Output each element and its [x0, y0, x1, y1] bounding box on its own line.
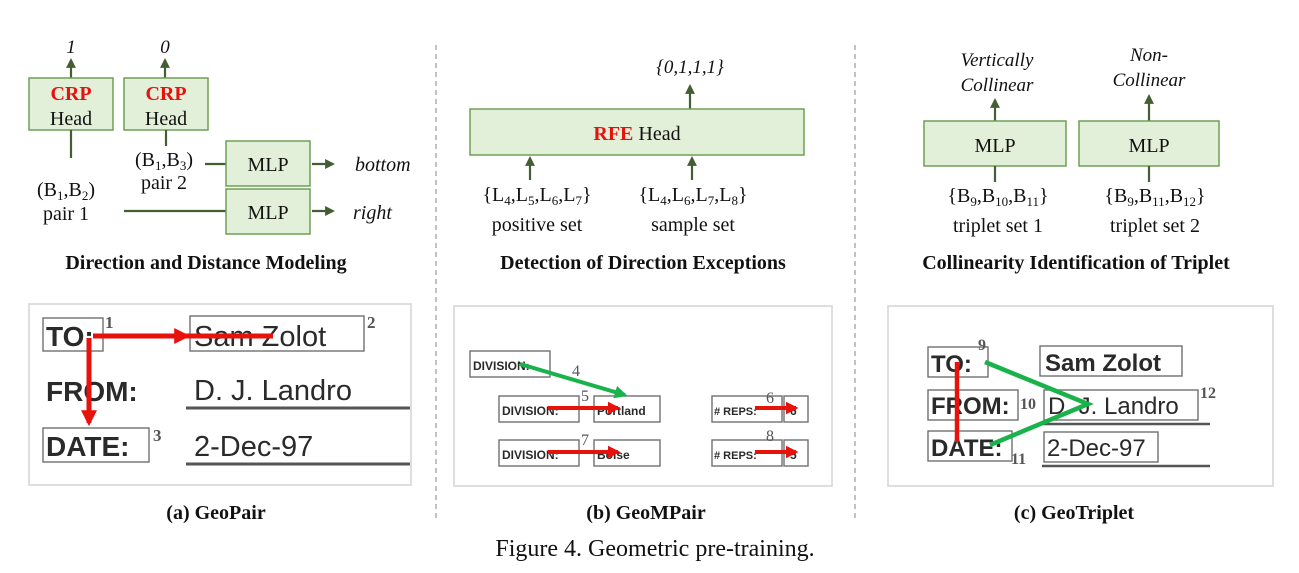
- head-label: Head: [145, 108, 187, 130]
- doc-date-value: 2-Dec-97: [194, 431, 313, 463]
- output-1-line-1: Vertically: [961, 50, 1034, 71]
- doc-reps: # REPS:: [714, 450, 757, 462]
- rfe-head-label: RFE Head: [593, 123, 680, 145]
- head-label: Head: [50, 108, 92, 130]
- output-2-line-1: Non-: [1129, 45, 1168, 66]
- panel-a: 1 0 CRP Head CRP Head (B1,B3) pair 2 (B1…: [28, 37, 412, 524]
- mlp-label: MLP: [974, 135, 1015, 157]
- word-box: [1043, 431, 1159, 463]
- output-1-line-2: Collinear: [961, 75, 1034, 96]
- mlp-box-bottom: [225, 140, 311, 187]
- word-box: [927, 389, 1019, 421]
- doc-name: Sam Zolot: [1045, 350, 1161, 377]
- doc-date: DATE:: [46, 431, 129, 462]
- doc-date: DATE:: [931, 435, 1003, 462]
- box-number: 2: [367, 313, 376, 332]
- triplet-set-1-label: triplet set 1: [953, 215, 1043, 237]
- word-box: [1043, 389, 1199, 421]
- panel-b-subcaption: (b) GeoMPair: [586, 502, 706, 524]
- panel-c-title: Collinearity Identification of Triplet: [922, 252, 1230, 274]
- panel-a-subcaption: (a) GeoPair: [166, 502, 266, 524]
- doc-to: TO:: [931, 351, 972, 378]
- pair-1-label: pair 1: [43, 203, 89, 225]
- word-box: [469, 350, 551, 378]
- pair-1-tuple: (B1,B2): [37, 179, 95, 203]
- word-box: [1039, 345, 1183, 377]
- mlp-label: MLP: [247, 154, 288, 176]
- doc-reps: # REPS:: [714, 406, 757, 418]
- crp-output-0: 0: [160, 37, 170, 58]
- green-line: [984, 359, 1094, 448]
- figure-caption: Figure 4. Geometric pre-training.: [495, 536, 814, 562]
- right-output: right: [353, 202, 392, 224]
- panel-b-title: Detection of Direction Exceptions: [500, 252, 786, 274]
- doc-to: TO:: [46, 321, 94, 352]
- box-number: 11: [1011, 451, 1026, 468]
- panel-b: {0,1,1,1} RFE Head {L4,L5,L6,L7} positiv…: [453, 57, 833, 524]
- doc-division: DIVISION:: [502, 404, 559, 418]
- doc-division: DIVISION:: [502, 448, 559, 462]
- word-box: [42, 427, 150, 463]
- box-number: 7: [581, 432, 589, 449]
- box-number: 12: [1200, 385, 1216, 402]
- crp-head-box-1: [28, 77, 114, 131]
- pair-2-tuple: (B1,B3): [135, 149, 193, 173]
- mlp-box-right: [225, 188, 311, 235]
- bottom-output: bottom: [355, 154, 411, 176]
- crp-output-1: 1: [66, 37, 76, 58]
- box-number: 10: [1020, 396, 1036, 413]
- mlp-box-1: [923, 120, 1067, 167]
- doc-from: FROM:: [931, 393, 1010, 420]
- panel-c: Vertically Collinear Non- Collinear MLP …: [887, 45, 1274, 524]
- rfe-head-box: [469, 108, 805, 156]
- box-number: 9: [978, 337, 986, 354]
- doc-division: DIVISION:: [473, 359, 530, 373]
- mlp-box-2: [1078, 120, 1220, 167]
- positive-set: {L4,L5,L6,L7}: [482, 184, 591, 208]
- box-number: 3: [153, 426, 162, 445]
- panel-a-title: Direction and Distance Modeling: [65, 252, 346, 274]
- triplet-set-2-label: triplet set 2: [1110, 215, 1200, 237]
- pair-2-label: pair 2: [141, 172, 187, 194]
- doc-date-value: 2-Dec-97: [1047, 435, 1146, 462]
- positive-set-label: positive set: [492, 214, 583, 236]
- doc-from-value: D. J. Landro: [194, 375, 352, 407]
- sample-set-label: sample set: [651, 214, 735, 236]
- box-number: 6: [766, 390, 774, 407]
- green-arrow: [519, 362, 628, 399]
- doc-from: FROM:: [46, 376, 138, 407]
- mlp-label: MLP: [1128, 135, 1169, 157]
- box-number: 1: [105, 313, 114, 332]
- box-number: 8: [766, 428, 774, 445]
- crp-label: CRP: [50, 83, 91, 105]
- panel-c-subcaption: (c) GeoTriplet: [1014, 502, 1134, 524]
- sample-set: {L4,L6,L7,L8}: [638, 184, 747, 208]
- mlp-label: MLP: [247, 202, 288, 224]
- word-box: [927, 430, 1013, 462]
- output-2-line-2: Collinear: [1113, 70, 1186, 91]
- crp-label: CRP: [145, 83, 186, 105]
- box-number: 4: [572, 363, 580, 380]
- doc-image-c: [887, 305, 1274, 487]
- box-number: 5: [581, 388, 589, 405]
- triplet-set-2: {B9,B11,B12}: [1104, 185, 1205, 209]
- rfe-output: {0,1,1,1}: [656, 57, 724, 78]
- triplet-set-1: {B9,B10,B11}: [947, 185, 1048, 209]
